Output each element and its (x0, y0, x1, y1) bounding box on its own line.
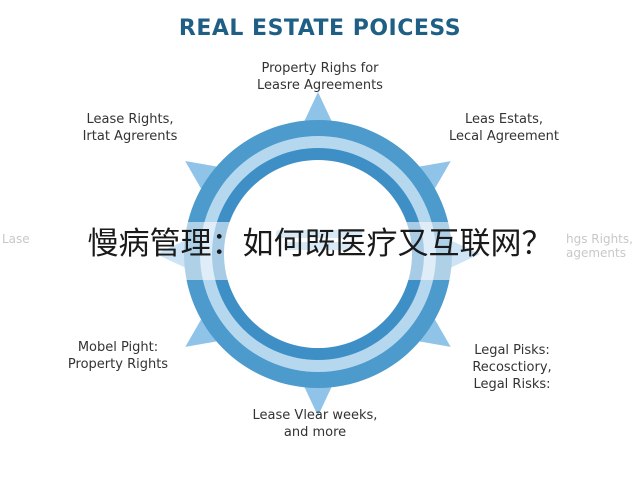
faded-label-right: hgs Rights, agements (566, 232, 633, 260)
node-label-line: Lease Vlear weeks, (252, 408, 378, 423)
node-label-line: Property Righs for (261, 61, 379, 76)
node-label-bottom: Lease Vlear weeks, and more (225, 407, 405, 441)
node-label-line: and more (283, 425, 347, 440)
node-label-line: Mobel Pight: (77, 340, 159, 355)
faded-label-right-line-2: agements (566, 246, 626, 260)
node-label-top-right: Leas Estats, Lecal Agreement (424, 111, 584, 145)
faded-label-right-line-1: hgs Rights, (566, 232, 633, 246)
overlay-caption: 慢病管理：如何既医疗又互联网？ (87, 226, 553, 262)
node-label-line: Leas Estats, (465, 112, 543, 127)
node-label-top-left: Lease Rights, Irtat Agrerents (60, 111, 200, 145)
node-label-line: Lease Rights, (86, 112, 174, 127)
overlay-backdrop (0, 222, 640, 280)
node-label-line: Legal Risks: (473, 377, 551, 392)
node-label-top: Property Righs for Leasre Agreements (230, 60, 410, 94)
node-label-bottom-left: Mobel Pight: Property Rights (48, 339, 188, 373)
node-label-line: Irtat Agrerents (82, 129, 178, 144)
node-label-line: Property Rights (67, 357, 169, 372)
node-label-line: Legal Pisks: (474, 343, 550, 358)
faded-label-left: Lase (2, 232, 30, 246)
diagram-title: REAL ESTATE POICESS (178, 16, 462, 41)
node-label-line: Lecal Agreement (448, 129, 560, 144)
node-label-line: Recosctiory, (472, 360, 552, 375)
node-label-line: Leasre Agreements (257, 78, 383, 93)
node-label-bottom-right: Legal Pisks: Recosctiory, Legal Risks: (442, 342, 582, 393)
